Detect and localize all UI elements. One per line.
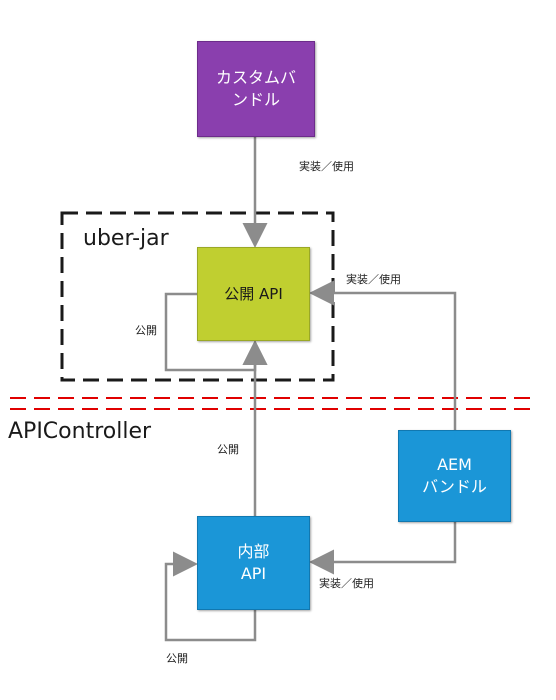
edge-label-implement-use-right: 実装／使用 [346, 273, 401, 286]
edge-label-public-loop-bottom: 公開 [166, 652, 188, 665]
aem-bundle-box: AEM バンドル [398, 430, 511, 522]
arrow-aem-to-internal [309, 522, 457, 575]
edge-label-public-loop-top: 公開 [135, 324, 157, 337]
uber-jar-title: uber-jar [83, 226, 169, 251]
arrow-internal-self-loop [164, 551, 257, 642]
api-controller-title: APIController [8, 419, 152, 444]
edge-label-implement-use-bottom: 実装／使用 [319, 577, 374, 590]
public-api-label: 公開 API [224, 285, 283, 303]
public-api-box: 公開 API [197, 247, 310, 341]
custom-bundle-box: カスタムバ ンドル [197, 41, 315, 137]
internal-api-box: 内部 API [197, 516, 310, 610]
uber-jar-boundary [60, 211, 335, 382]
arrow-aem-to-public [309, 280, 457, 430]
internal-api-label: 内部 API [237, 542, 270, 583]
edge-label-implement-use-top: 実装／使用 [299, 160, 354, 173]
custom-bundle-label: カスタムバ ンドル [215, 68, 296, 109]
aem-bundle-label: AEM バンドル [422, 455, 487, 496]
edge-label-public-middle: 公開 [217, 443, 239, 456]
